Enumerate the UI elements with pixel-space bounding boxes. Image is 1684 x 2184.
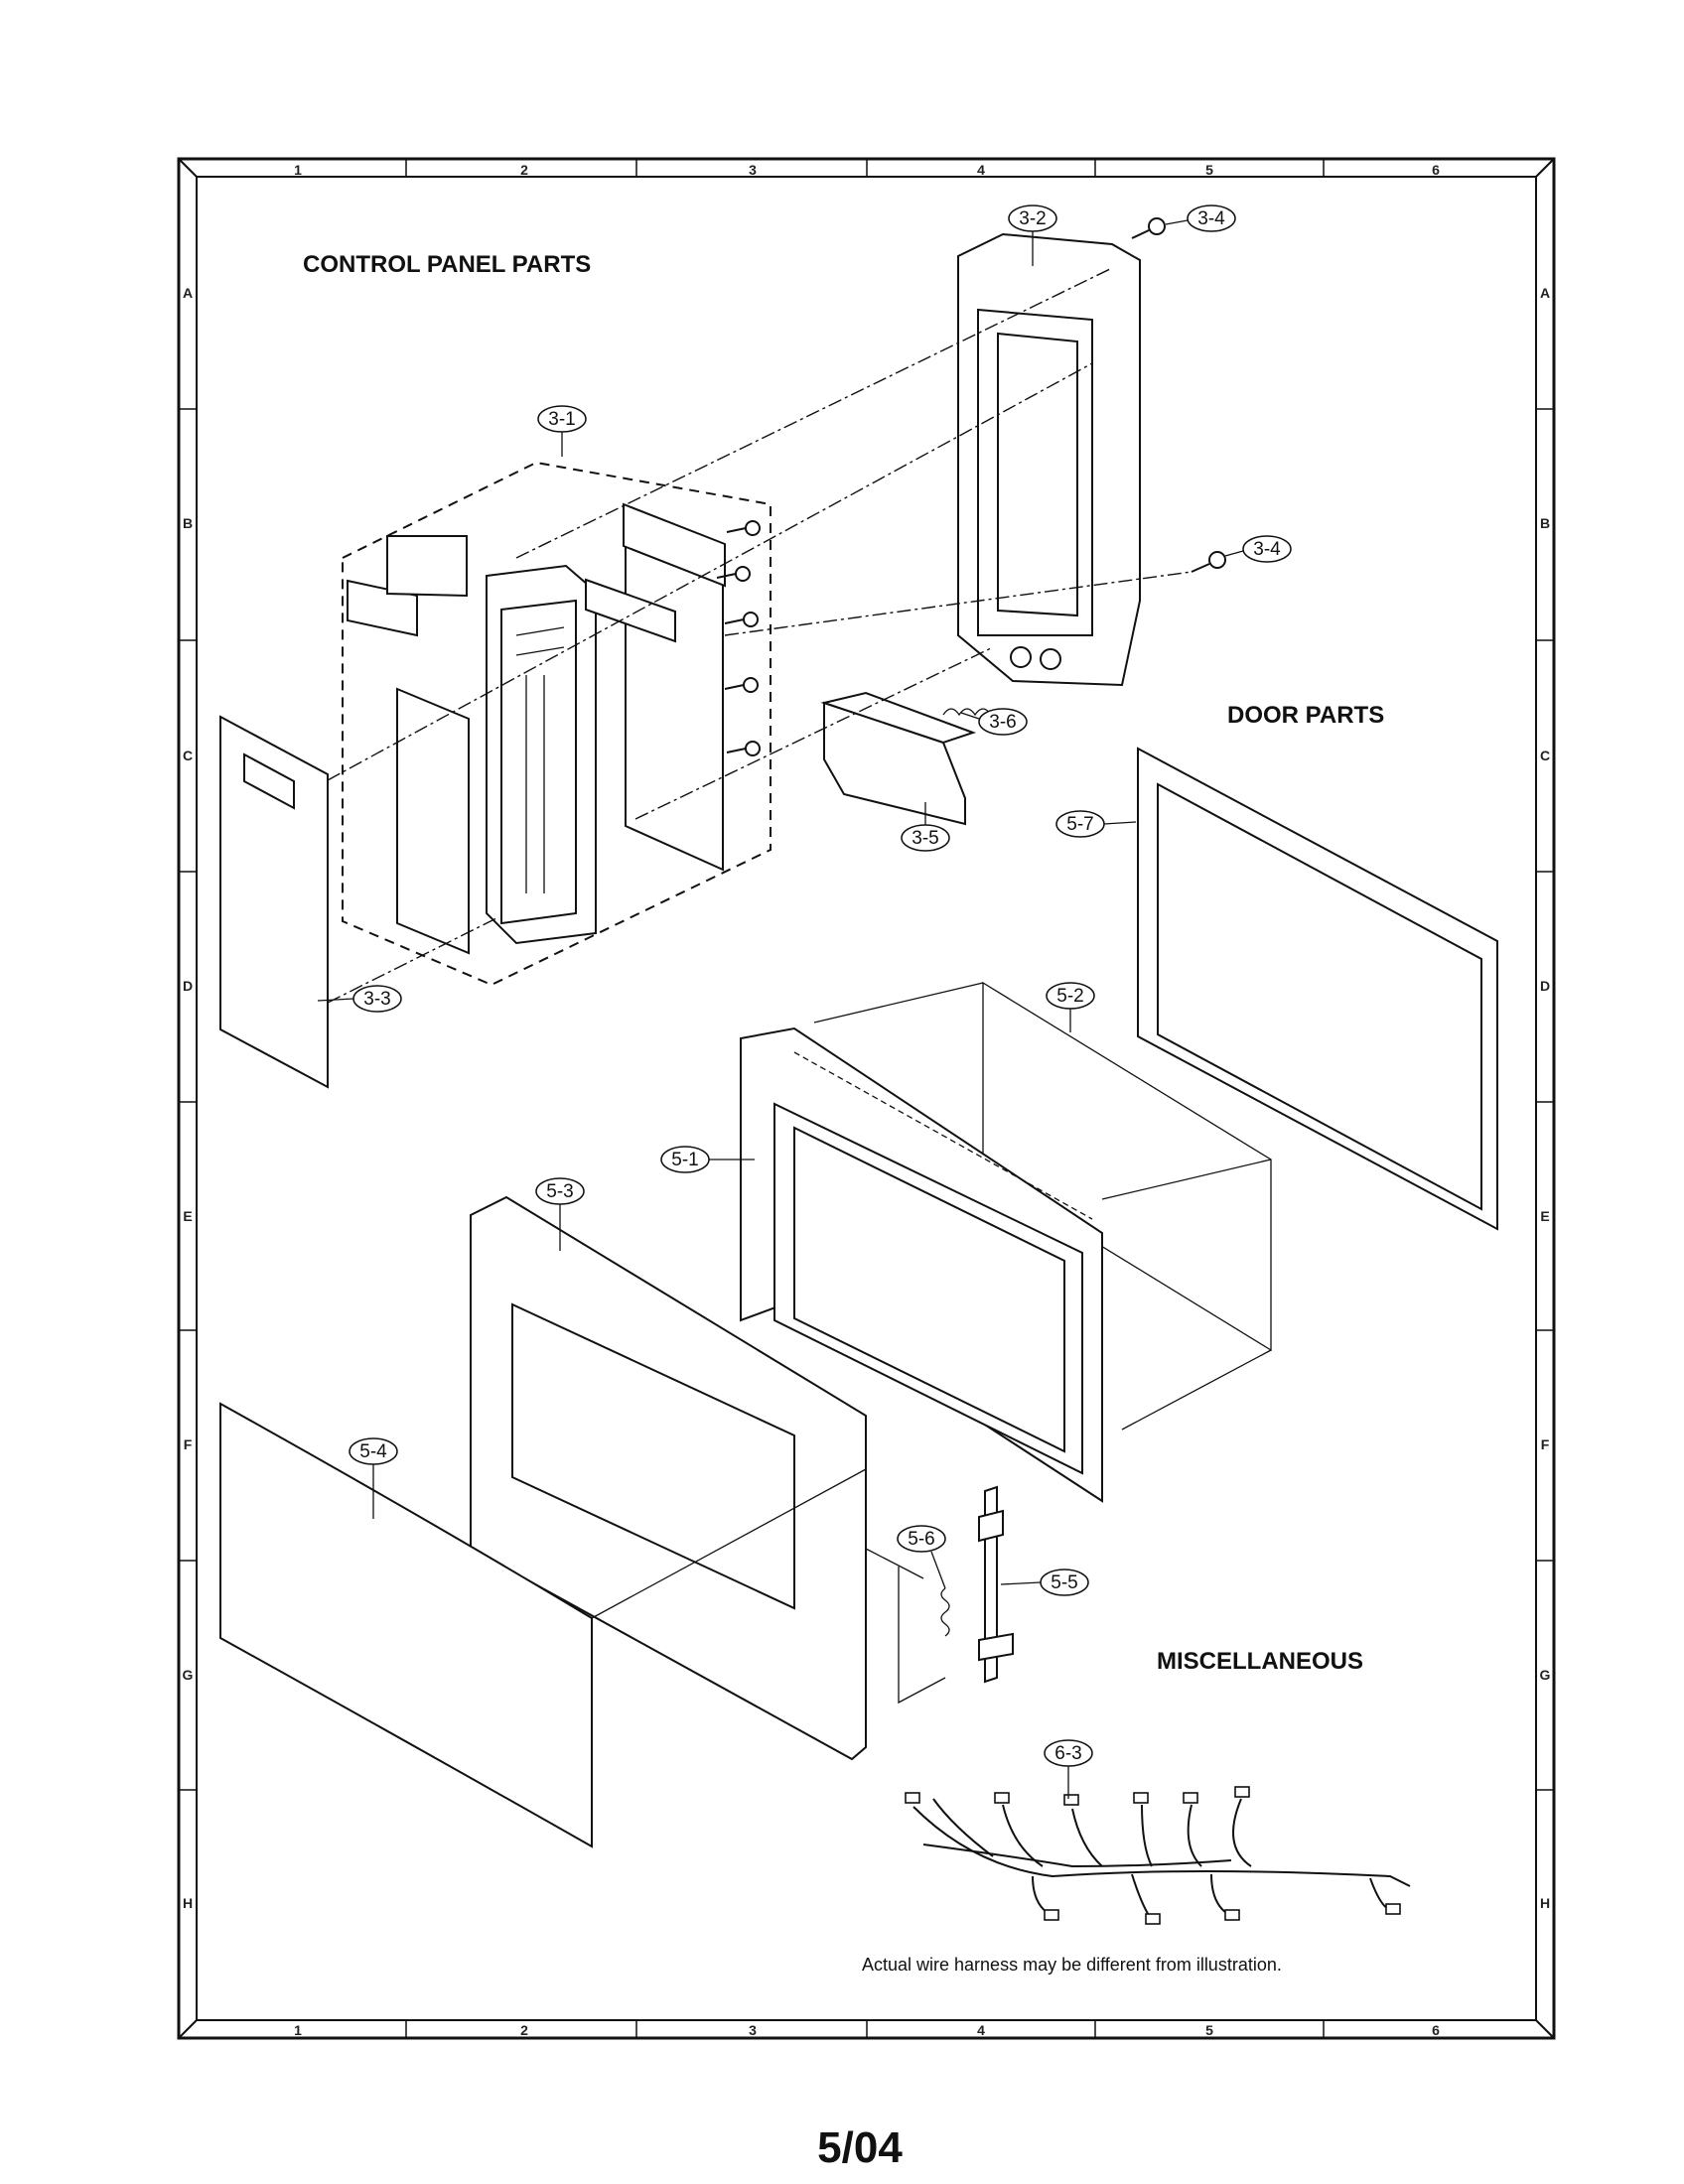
callout-3-5: 3-5 [901,802,950,852]
callout-label: 3-1 [548,409,575,430]
part-5-5-door-latch [978,1485,1014,1684]
grid-row-f: F [184,1436,193,1452]
page-number: 5/04 [817,2123,903,2172]
section-title-control-panel: CONTROL PANEL PARTS [303,251,591,278]
part-6-3-wire-harness [912,1798,1411,1921]
callout-label: 3-3 [363,989,390,1010]
callout-3-3: 3-3 [317,985,402,1013]
part-5-6-bracket [898,1567,946,1705]
assembly-alignment-lines-door [591,1468,924,1619]
grid-col-4: 4 [977,162,985,178]
grid-col-5: 5 [1205,162,1213,178]
callout-label: 5-1 [671,1150,698,1170]
part-3-1-panel-frame [486,564,597,945]
part-3-2-control-panel-frame [957,232,1141,687]
part-5-7-door-choke-frame [1137,747,1498,1231]
grid-row-labels-right: A B C D E F G H [1540,285,1551,1911]
callout-3-2: 3-2 [1008,205,1057,266]
callout-label: 5-2 [1056,986,1083,1007]
grid-row-c: C [183,748,193,763]
grid-row-a: A [1540,285,1550,301]
grid-row-d: D [183,978,193,994]
grid-row-h: H [1540,1895,1550,1911]
grid-col-3: 3 [749,162,757,178]
grid-col-1: 1 [294,162,302,178]
callout-3-4-bottom: 3-4 [1224,535,1292,563]
grid-row-e: E [183,1208,192,1224]
callout-5-2: 5-2 [1046,982,1095,1032]
callout-5-5: 5-5 [1000,1569,1089,1596]
grid-row-f: F [1541,1436,1550,1452]
grid-row-d: D [1540,978,1550,994]
grid-row-c: C [1540,748,1550,763]
grid-col-2: 2 [520,2022,528,2038]
drawing-frame [177,157,1556,2040]
callout-5-4: 5-4 [349,1437,398,1519]
screw-icons-3-4 [1131,217,1226,573]
section-title-miscellaneous: MISCELLANEOUS [1157,1648,1363,1675]
grid-col-4: 4 [977,2022,985,2038]
callout-label: 3-2 [1019,208,1046,229]
section-title-door: DOOR PARTS [1227,702,1384,729]
wire-harness-note: Actual wire harness may be different fro… [862,1955,1282,1975]
grid-row-e: E [1540,1208,1549,1224]
callout-label: 3-5 [912,828,938,849]
callout-label: 3-4 [1253,539,1281,560]
part-5-1-door-panel [740,1026,1103,1503]
grid-row-labels-left: A B C D E F G H [183,285,194,1911]
grid-col-6: 6 [1432,2022,1440,2038]
callout-5-7: 5-7 [1055,810,1137,838]
grid-row-b: B [183,515,193,531]
part-3-1-panel-plate [396,687,470,955]
part-5-4-door-cover [219,1402,593,1848]
screw-icons-pcb [716,520,761,756]
part-3-1-control-board [585,502,726,872]
assembly-outline-3-1 [342,461,772,987]
callout-label: 5-4 [359,1441,387,1462]
callout-3-6: 3-6 [960,708,1028,736]
grid-col-3: 3 [749,2022,757,2038]
callout-label: 5-3 [546,1181,573,1202]
grid-row-g: G [1540,1667,1551,1683]
assembly-alignment-lines-control [327,267,1193,1004]
grid-col-2: 2 [520,162,528,178]
grid-col-6: 6 [1432,162,1440,178]
part-5-2-door-screen [813,981,1272,1431]
part-3-5-door-button [820,691,977,826]
callout-3-1: 3-1 [537,405,587,457]
grid-row-b: B [1540,515,1550,531]
part-5-6-spring [940,1587,950,1637]
callout-label: 5-7 [1066,814,1093,835]
grid-col-1: 1 [294,2022,302,2038]
callout-5-6: 5-6 [897,1525,946,1589]
callout-label: 5-5 [1051,1572,1077,1593]
connector-icons-harness [905,1786,1401,1925]
callout-3-4-top: 3-4 [1165,205,1236,232]
grid-column-labels-bottom: 1 2 3 4 5 6 [294,2022,1440,2038]
grid-row-h: H [183,1895,193,1911]
callout-6-3: 6-3 [1044,1739,1093,1799]
callout-label: 6-3 [1054,1743,1081,1764]
grid-row-g: G [183,1667,194,1683]
part-3-1-display-filter [386,535,468,598]
callout-5-3: 5-3 [535,1177,585,1251]
grid-column-labels-top: 1 2 3 4 5 6 [294,162,1440,178]
callout-label: 5-6 [908,1529,934,1550]
callout-label: 3-4 [1197,208,1225,229]
grid-col-5: 5 [1205,2022,1213,2038]
grid-row-a: A [183,285,193,301]
part-3-3-key-sheet [219,715,329,1089]
callout-label: 3-6 [989,712,1016,733]
part-5-3-door-frame [470,1195,867,1761]
callout-5-1: 5-1 [660,1146,755,1173]
